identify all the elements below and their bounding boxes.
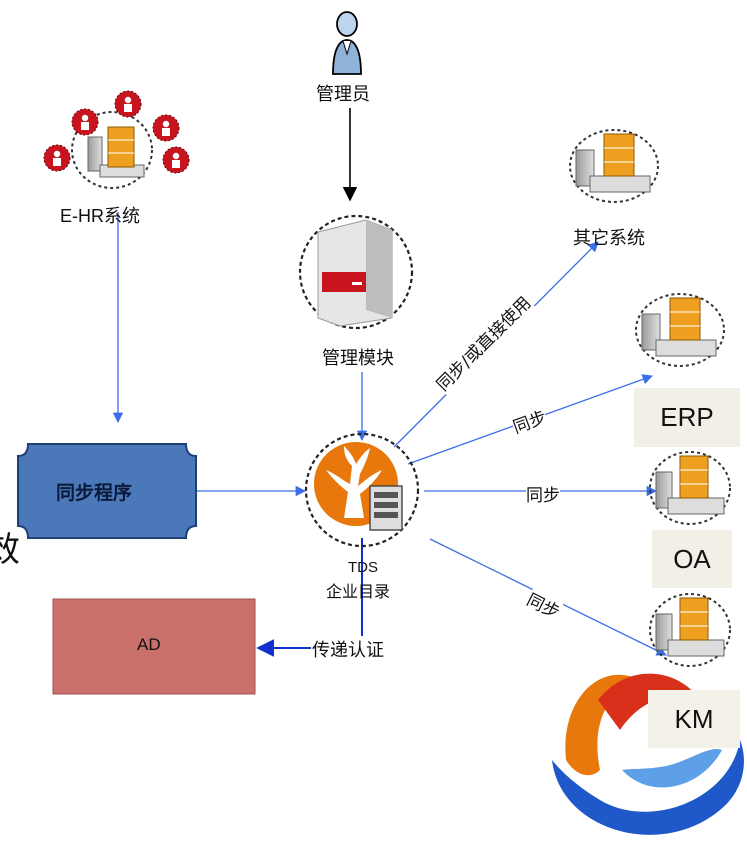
erp-server-icon xyxy=(635,293,725,367)
ehr-user-badge-icon xyxy=(152,114,180,142)
ad-box xyxy=(52,598,256,695)
other-system-server-icon xyxy=(569,129,659,203)
ehr-user-badge-icon xyxy=(114,90,142,118)
other-systems-label: 其它系统 xyxy=(573,228,645,249)
admin-label: 管理员 xyxy=(316,84,370,105)
oa-server-icon xyxy=(649,451,731,525)
management-module-server-icon xyxy=(298,214,414,330)
edge-label-auth: 传递认证 xyxy=(312,636,384,662)
sync-program-label: 同步程序 xyxy=(56,482,133,504)
erp-label-box: ERP xyxy=(634,388,740,447)
sync-program-box xyxy=(17,443,197,539)
admin-person-icon xyxy=(332,11,362,75)
km-label-box: KM xyxy=(648,690,740,748)
edge-label-oa: 同步 xyxy=(526,481,560,506)
tds-name-label: TDS xyxy=(348,559,378,576)
ehr-system-icon xyxy=(43,90,190,189)
management-module-label: 管理模块 xyxy=(322,348,394,369)
ehr-user-badge-icon xyxy=(71,108,99,136)
ehr-label: E-HR系统 xyxy=(60,206,140,226)
ad-label: AD xyxy=(137,635,161,654)
left-edge-fragment-text: 效 xyxy=(0,530,20,570)
ehr-user-badge-icon xyxy=(43,144,71,172)
tds-directory-label: 企业目录 xyxy=(326,582,391,601)
km-server-icon xyxy=(649,593,731,667)
tds-directory-icon xyxy=(304,432,420,548)
ehr-user-badge-icon xyxy=(162,146,190,174)
oa-label-box: OA xyxy=(652,530,732,588)
